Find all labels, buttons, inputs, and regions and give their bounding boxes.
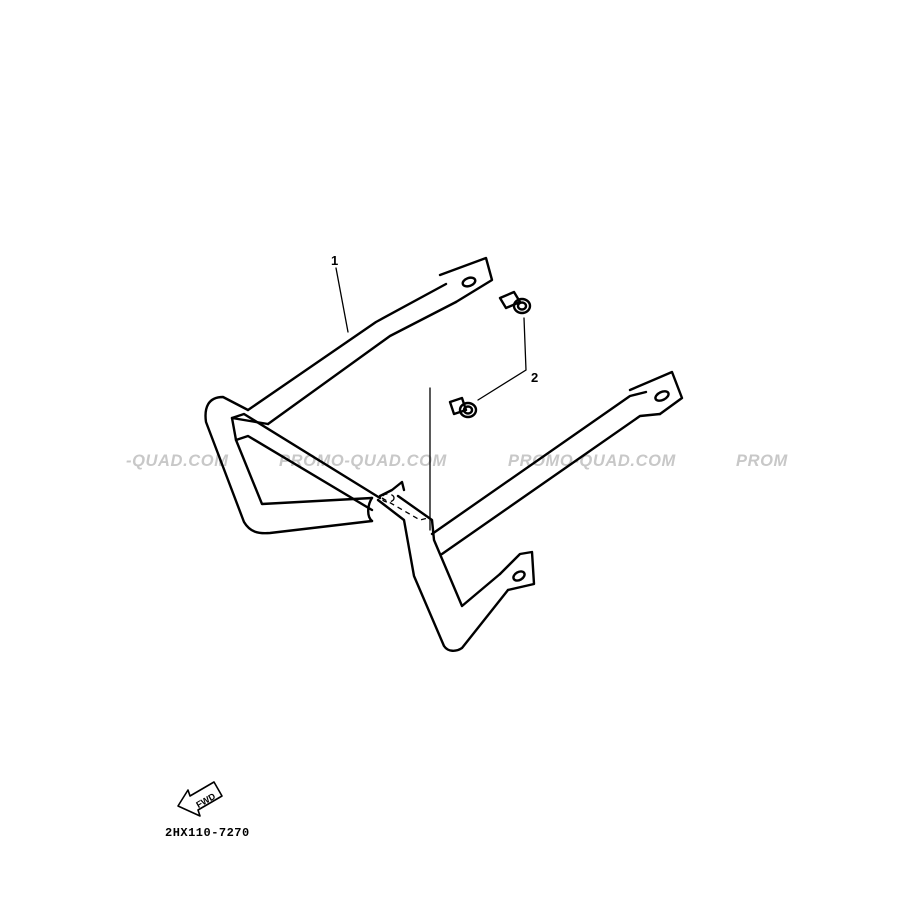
- lower-leg: [376, 494, 510, 652]
- upper-arm: [246, 282, 458, 426]
- bolt-upper-hex: [516, 301, 528, 311]
- lower-mount-plate: [498, 550, 536, 592]
- fwd-arrow-icon: FWD: [177, 781, 223, 817]
- lower-mount-hole: [512, 570, 526, 582]
- bolt-lower: [448, 396, 478, 419]
- watermark-text-4: PROM: [736, 452, 789, 470]
- hidden-hole: [381, 493, 395, 503]
- leader-part-1: [335, 267, 349, 333]
- right-mount-hole: [654, 390, 670, 402]
- bolt-lower-head: [458, 401, 478, 419]
- front-loop-crossbar: [230, 412, 382, 512]
- bolt-lower-hex: [462, 405, 474, 415]
- callout-2: 2: [531, 370, 538, 385]
- leader-part-2: [477, 317, 527, 401]
- crossbar-end: [367, 480, 406, 523]
- right-mount-plate: [628, 370, 684, 416]
- upper-mount-hole: [461, 276, 477, 288]
- watermark-text-2: PROMO-QUAD.COM: [279, 452, 448, 470]
- hidden-segment: [381, 497, 429, 521]
- leader-lines: [335, 267, 527, 531]
- bolt-upper-head: [512, 297, 532, 315]
- callout-1: 1: [331, 253, 338, 268]
- watermark: -QUAD.COM PROMO-QUAD.COM PROMO-QUAD.COM …: [122, 448, 789, 472]
- upper-mount-plate: [438, 256, 494, 304]
- watermark-text-1: -QUAD.COM: [126, 452, 229, 470]
- bolt-upper: [498, 290, 532, 315]
- bolt-lower-shank: [448, 396, 468, 416]
- watermark-band: [122, 448, 788, 472]
- drawing-code: 2HX110-7270: [165, 826, 250, 840]
- front-loop: [204, 395, 374, 535]
- guard-frame: [204, 256, 684, 652]
- watermark-text-3: PROMO-QUAD.COM: [508, 452, 677, 470]
- right-arm: [430, 390, 662, 556]
